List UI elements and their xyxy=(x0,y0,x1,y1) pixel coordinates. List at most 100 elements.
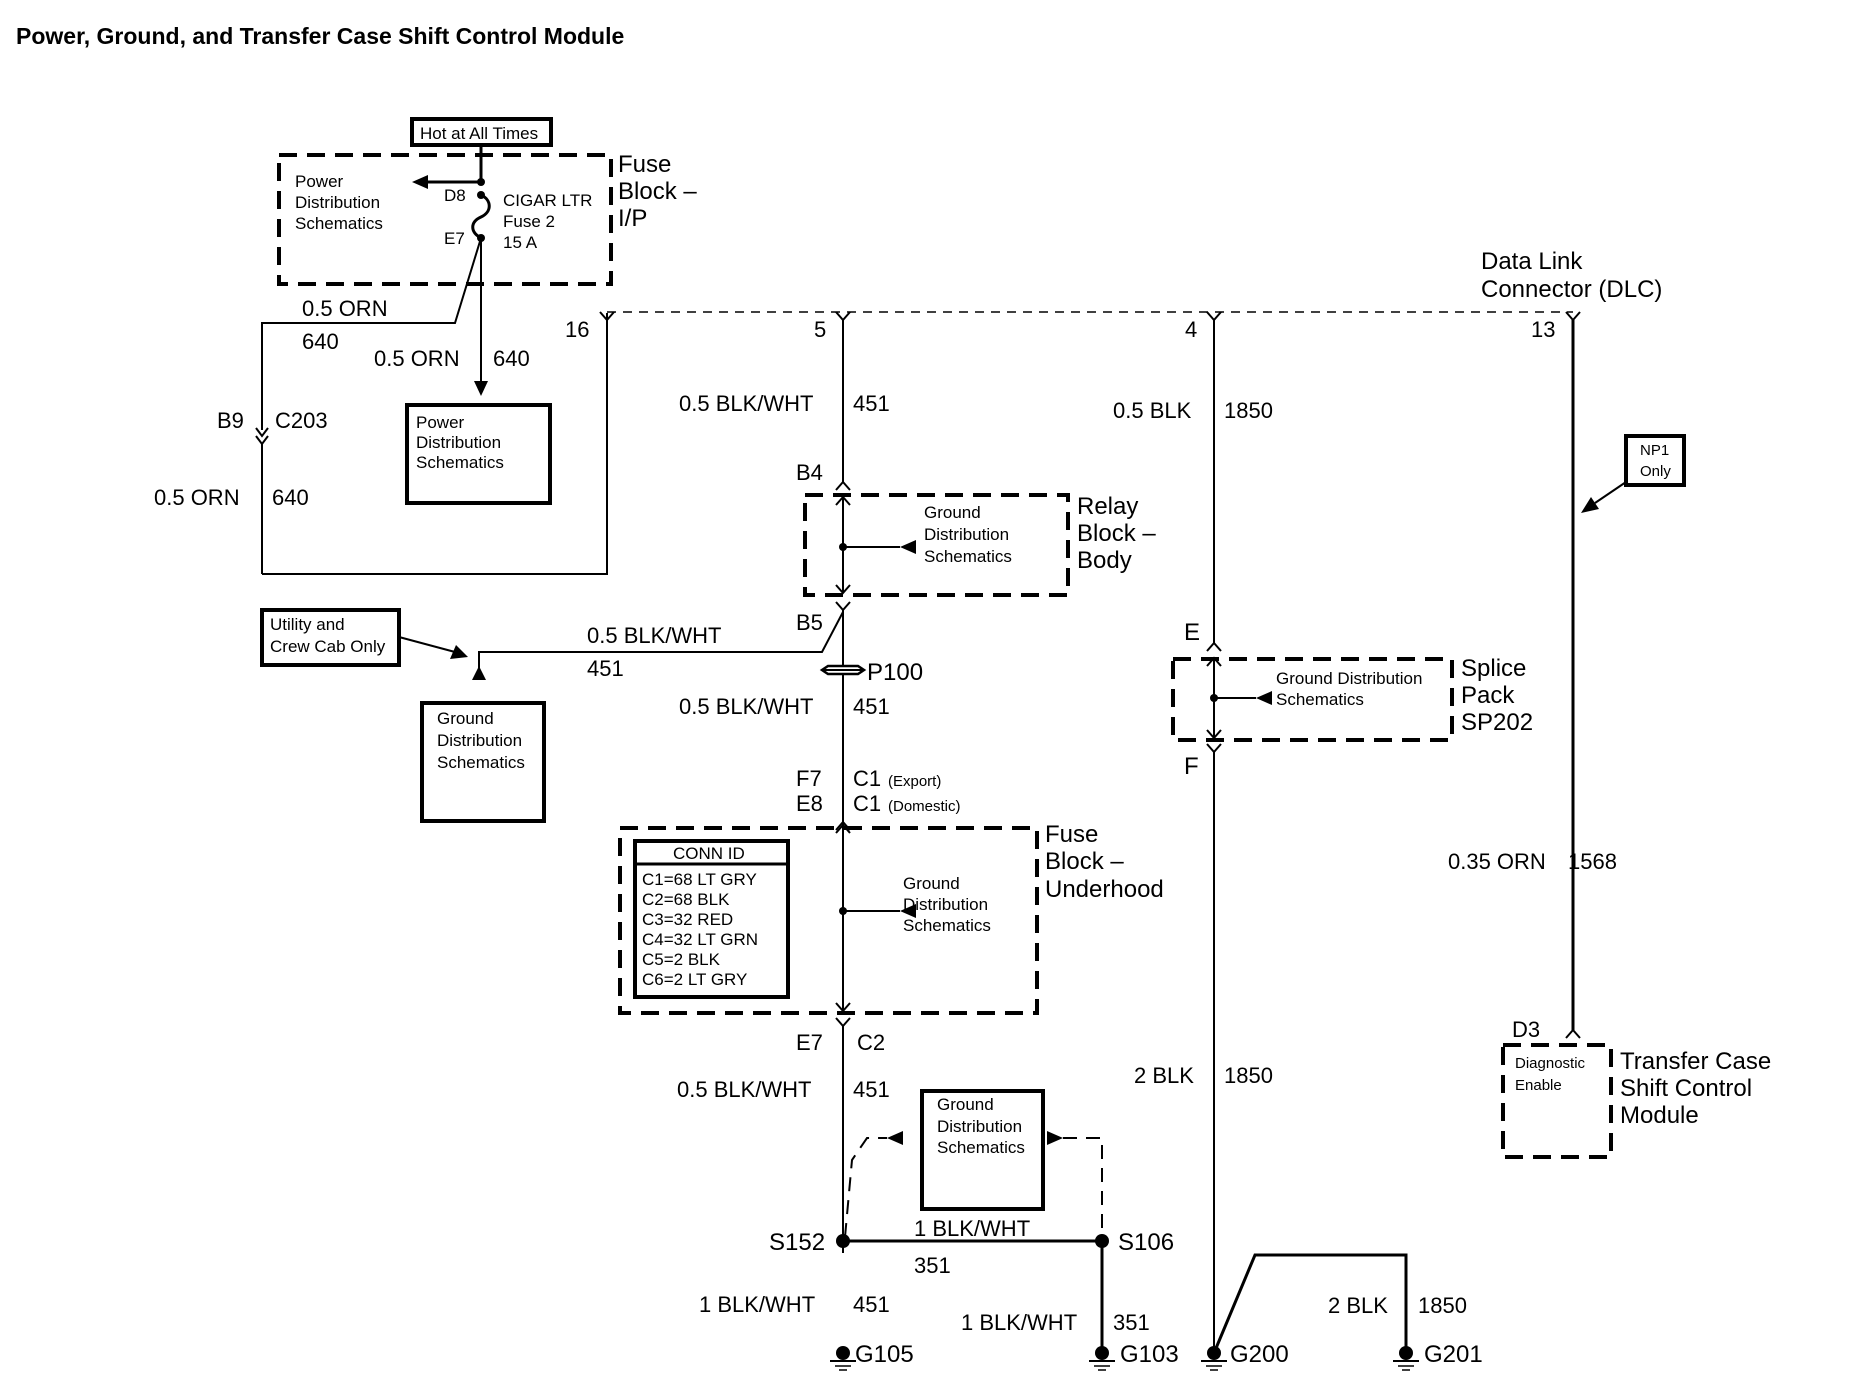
wire-color-1850-g201: 2 BLK xyxy=(1328,1293,1388,1318)
dlc-pin-4: 4 xyxy=(1185,317,1197,342)
wire-circuit-640-lower: 640 xyxy=(272,485,309,510)
utility-note-2: Crew Cab Only xyxy=(270,637,386,656)
underhood-ground-dist-3: Schematics xyxy=(903,916,991,935)
relay-block-label-3: Body xyxy=(1077,547,1132,574)
underhood-label-2: Block – xyxy=(1045,848,1124,875)
underhood-ground-dist-1: Ground xyxy=(903,874,960,893)
pin-f7: F7 xyxy=(796,766,822,791)
power-dist-text-2: Distribution xyxy=(295,193,380,212)
utility-ground-dist-3: Schematics xyxy=(437,753,525,772)
wire-circuit-640-upper: 640 xyxy=(302,329,339,354)
underhood-ground-dist-2: Distribution xyxy=(903,895,988,914)
relay-pin-b4: B4 xyxy=(796,460,823,485)
wire-circuit-1850-lower: 1850 xyxy=(1224,1063,1273,1088)
underhood-label-3: Underhood xyxy=(1045,876,1164,903)
connector-e-icon xyxy=(1206,641,1222,652)
wire-color-451-branch: 0.5 BLK/WHT xyxy=(587,623,721,648)
connector-c2-icon xyxy=(835,1017,851,1028)
pin-b9: B9 xyxy=(217,408,244,433)
splice-ground-dist-1: Ground xyxy=(937,1095,994,1114)
wire-color-451-ground: 1 BLK/WHT xyxy=(699,1292,815,1317)
ground-g201: G201 xyxy=(1424,1341,1483,1368)
ground-g105-icon xyxy=(830,1346,856,1371)
ground-section: Ground Distribution Schematics S152 S106… xyxy=(699,1089,1483,1371)
splice-ground-dist-3: Schematics xyxy=(937,1138,1025,1157)
dlc-pin-16-icon xyxy=(599,311,615,322)
power-dist-text-1: Power xyxy=(295,172,344,191)
wire-circuit-351-ground: 351 xyxy=(1113,1310,1150,1335)
splice-pack-label-2: Pack xyxy=(1461,682,1515,709)
arrow-left-icon xyxy=(887,1131,903,1145)
wire-circuit-1568: 1568 xyxy=(1568,849,1617,874)
wire-color-1850-upper: 0.5 BLK xyxy=(1113,398,1192,423)
np1-note-2: Only xyxy=(1640,463,1671,480)
wire-color-640-down: 0.5 ORN xyxy=(374,346,460,371)
splice-ground-dist-2: Distribution xyxy=(937,1117,1022,1136)
power-dist-box-text-3: Schematics xyxy=(416,453,504,472)
wire-circuit-1850-g201: 1850 xyxy=(1418,1293,1467,1318)
circuit-1850: 0.5 BLK 1850 E Ground Distribution Schem… xyxy=(1113,320,1533,1353)
utility-ground-dist-2: Distribution xyxy=(437,731,522,750)
circuit-1568: NP1 Only 0.35 ORN 1568 D3 Diagnostic Ena… xyxy=(1448,320,1771,1159)
dlc-label-2: Connector (DLC) xyxy=(1481,276,1662,303)
wire-color-451-mid: 0.5 BLK/WHT xyxy=(679,694,813,719)
relay-ground-dist-3: Schematics xyxy=(924,547,1012,566)
dlc-pin-16: 16 xyxy=(565,317,589,342)
splice-s152-icon xyxy=(836,1234,850,1248)
wire-circuit-351-cross: 351 xyxy=(914,1253,951,1278)
connector-c203-icon xyxy=(255,427,269,446)
utility-crew-cab-note xyxy=(260,608,401,667)
module-label-3: Module xyxy=(1620,1102,1699,1129)
wire-color-1850-lower: 2 BLK xyxy=(1134,1063,1194,1088)
relay-block-label-2: Block – xyxy=(1077,520,1156,547)
arrow-up-icon xyxy=(472,666,486,680)
conn-id-row: C1=68 LT GRY xyxy=(642,870,757,889)
fuse-block-ip-label-2: Block – xyxy=(618,178,697,205)
wire-color-351-cross: 1 BLK/WHT xyxy=(914,1216,1030,1241)
utility-note-1: Utility and xyxy=(270,615,345,634)
arrow-left-icon xyxy=(900,904,916,918)
relay-pin-b5: B5 xyxy=(796,610,823,635)
connector-d3-icon xyxy=(1565,1028,1581,1039)
wire-circuit-451-lower: 451 xyxy=(853,1077,890,1102)
wire-circuit-451-branch: 451 xyxy=(587,656,624,681)
pin-e8: E8 xyxy=(796,791,823,816)
power-dist-box-text-1: Power xyxy=(416,413,465,432)
connector-c203: C203 xyxy=(275,408,328,433)
arrow-left-icon xyxy=(1256,691,1272,705)
fuse-name: CIGAR LTR xyxy=(503,191,592,210)
diagnostic-enable-2: Enable xyxy=(1515,1077,1562,1094)
p100-connector-icon xyxy=(819,664,867,676)
fuse-block-ip-label-1: Fuse xyxy=(618,151,671,178)
circuit-640: 0.5 ORN 640 0.5 ORN 640 Power Distributi… xyxy=(154,237,608,575)
arrow-right-icon xyxy=(1047,1131,1063,1145)
module-label-2: Shift Control xyxy=(1620,1075,1752,1102)
module-pin-d3: D3 xyxy=(1512,1017,1540,1042)
np1-note-1: NP1 xyxy=(1640,442,1669,459)
wire-circuit-451-ground: 451 xyxy=(853,1292,890,1317)
fuse-rating: 15 A xyxy=(503,233,538,252)
relay-block-outline xyxy=(803,493,1070,597)
splice-pack-outline xyxy=(1171,657,1454,742)
fuse-number: Fuse 2 xyxy=(503,212,555,231)
wire-color-640-lower: 0.5 ORN xyxy=(154,485,240,510)
wire-color-451-upper: 0.5 BLK/WHT xyxy=(679,391,813,416)
dlc-label-1: Data Link xyxy=(1481,248,1583,275)
power-dist-box-text-2: Distribution xyxy=(416,433,501,452)
hot-at-all-times-label: Hot at All Times xyxy=(420,124,538,143)
conn-c1-domestic: C1 xyxy=(853,791,881,816)
wire-color-451-lower: 0.5 BLK/WHT xyxy=(677,1077,811,1102)
dlc-pin-5-icon xyxy=(835,311,851,322)
ground-distribution-box-splices xyxy=(920,1089,1045,1211)
arrow-note-icon xyxy=(450,645,468,659)
underhood-label-1: Fuse xyxy=(1045,821,1098,848)
fuse-block-underhood-outline xyxy=(618,826,1039,1015)
module-label-1: Transfer Case xyxy=(1620,1048,1771,1075)
p100-label: P100 xyxy=(867,659,923,686)
conn-id-table: CONN ID C1=68 LT GRY C2=68 BLK C3=32 RED… xyxy=(633,839,790,999)
connector-b4-icon xyxy=(835,480,851,491)
arrow-left-icon xyxy=(900,540,916,554)
wire-color-640-upper: 0.5 ORN xyxy=(302,296,388,321)
ground-g103: G103 xyxy=(1120,1341,1179,1368)
arrow-left-icon xyxy=(412,175,428,189)
